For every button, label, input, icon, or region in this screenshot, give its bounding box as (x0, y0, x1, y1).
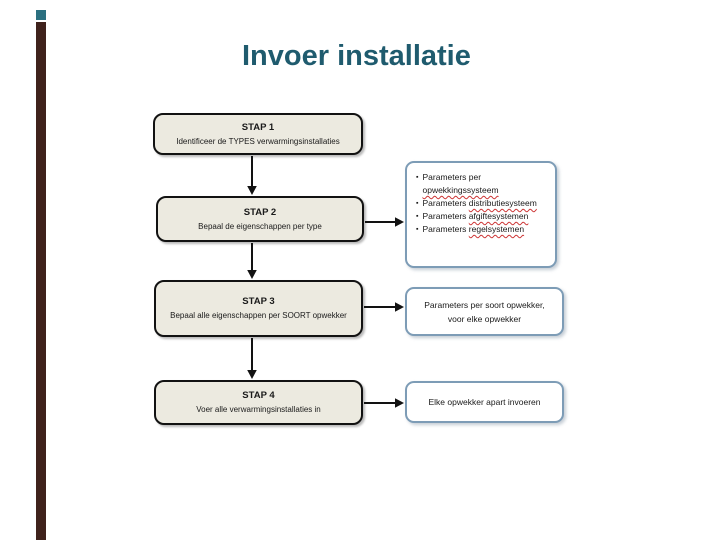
list-item: ▪ Parameters per opwekkingssysteem (416, 171, 550, 197)
step-box-2: STAP 2 Bepaal de eigenschappen per type (156, 196, 364, 242)
theme-accent-square (36, 10, 46, 20)
step-box-3: STAP 3 Bepaal alle eigenschappen per SOO… (154, 280, 363, 337)
step-2-body: Bepaal de eigenschappen per type (198, 221, 322, 231)
step-3-title: STAP 3 (242, 296, 275, 307)
bullet-square-icon: ▪ (416, 174, 419, 181)
arrow-step3-to-note (364, 302, 404, 312)
arrow-step4-to-note (364, 398, 404, 408)
list-item-text-plain: Parameters (422, 224, 467, 234)
step-4-title: STAP 4 (242, 390, 275, 401)
note-box-apart-invoeren: Elke opwekker apart invoeren (405, 381, 564, 423)
list-item-text: Parameters afgiftesystemen (422, 210, 528, 223)
bullet-square-icon: ▪ (416, 200, 419, 207)
list-item: ▪ Parameters regelsystemen (416, 223, 550, 236)
theme-left-accent-bar (36, 22, 46, 540)
list-item-text-flagged: opwekkingssysteem (422, 185, 499, 195)
bullet-square-icon: ▪ (416, 226, 419, 233)
list-item-text-plain: Parameters (422, 198, 467, 208)
arrow-step1-to-step2 (247, 156, 257, 195)
note-line: Elke opwekker apart invoeren (428, 397, 541, 407)
list-item-text: Parameters per opwekkingssysteem (422, 171, 550, 197)
arrow-step2-to-step3 (247, 243, 257, 279)
step-1-title: STAP 1 (241, 121, 275, 133)
note-box-soort-opwekker: Parameters per soort opwekker, voor elke… (405, 287, 564, 336)
arrow-step2-to-note (365, 217, 404, 227)
parameters-list: ▪ Parameters per opwekkingssysteem ▪ Par… (416, 171, 550, 236)
step-2-title: STAP 2 (243, 206, 277, 218)
list-item-text-flagged: distributiesysteem (468, 198, 537, 208)
list-item-text-plain: Parameters per (422, 172, 482, 182)
note-box-parameters: ▪ Parameters per opwekkingssysteem ▪ Par… (405, 161, 557, 268)
list-item-text-flagged: afgiftesystemen (468, 211, 529, 221)
list-item-text-flagged: regelsystemen (468, 224, 525, 234)
step-box-4: STAP 4 Voer alle verwarmingsinstallaties… (154, 380, 363, 425)
step-4-body: Voer alle verwarmingsinstallaties in (196, 405, 321, 414)
list-item-text: Parameters distributiesysteem (422, 197, 536, 210)
list-item: ▪ Parameters afgiftesystemen (416, 210, 550, 223)
bullet-square-icon: ▪ (416, 213, 419, 220)
list-item-text-plain: Parameters (422, 211, 467, 221)
slide-title: Invoer installatie (242, 40, 471, 72)
note-line: Parameters per soort opwekker, (424, 299, 545, 310)
note-line: voor elke opwekker (447, 313, 522, 324)
step-box-1: STAP 1 Identificeer de TYPES verwarmings… (153, 113, 363, 155)
step-3-body: Bepaal alle eigenschappen per SOORT opwe… (170, 311, 347, 320)
list-item-text: Parameters regelsystemen (422, 223, 524, 236)
step-1-body: Identificeer de TYPES verwarmingsinstall… (176, 136, 340, 146)
arrow-step3-to-step4 (247, 338, 257, 379)
list-item: ▪ Parameters distributiesysteem (416, 197, 550, 210)
